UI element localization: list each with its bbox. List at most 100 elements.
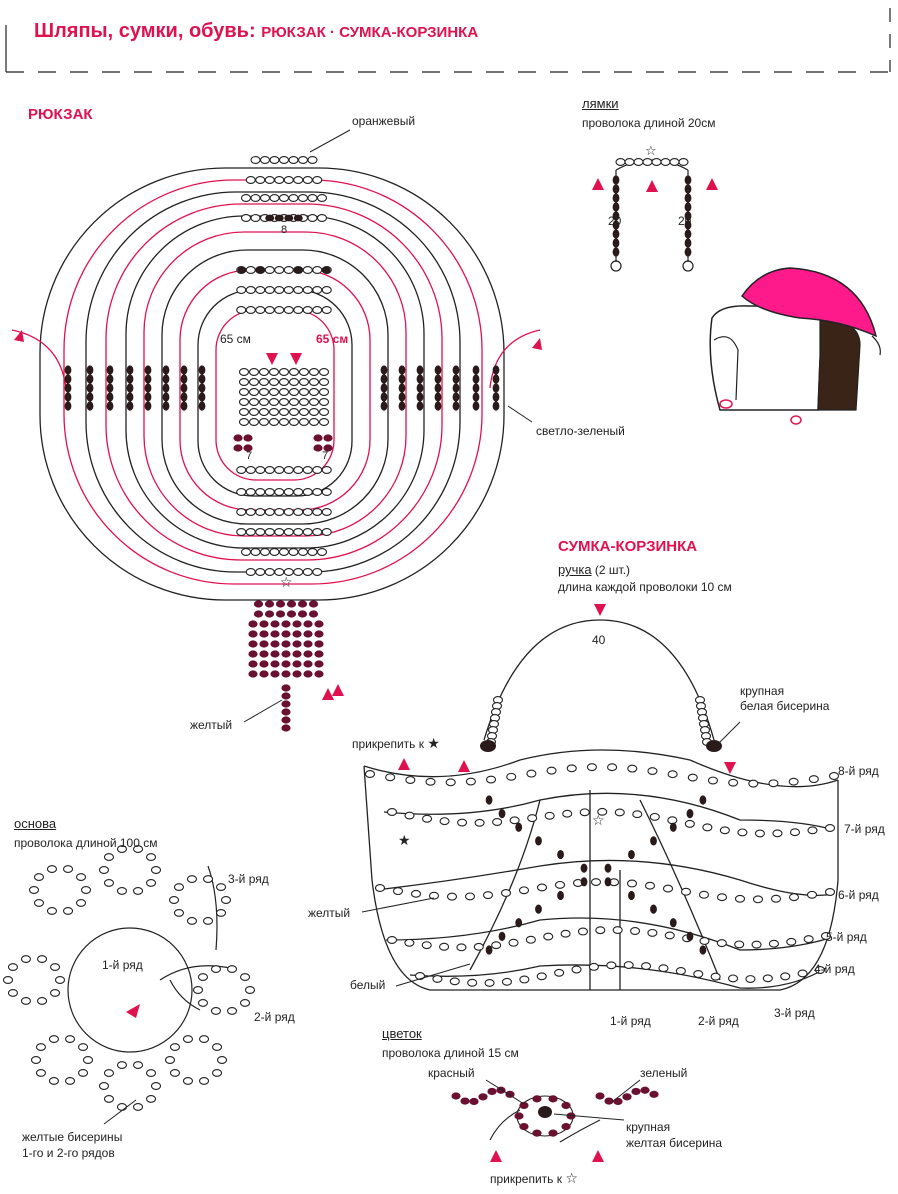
bead [238,418,250,426]
header-title: Шляпы, сумки, обувь: [34,20,256,42]
bead [293,306,304,314]
bead [660,158,671,166]
bead [292,650,302,658]
bead [144,365,152,375]
bead [278,548,290,556]
bead [248,660,258,668]
bead [278,418,290,426]
bead [298,368,310,376]
bead [269,548,280,556]
bead [255,488,266,496]
basket-row-8: 8-й ряд [838,764,879,778]
bead [614,808,625,817]
bead [526,769,537,778]
bead [202,916,214,925]
bead [168,896,180,904]
bead [434,365,442,375]
bead [612,247,620,257]
bead [308,398,320,406]
bead [35,1068,47,1077]
bead [751,940,762,949]
basket-attach-line: прикрепить к ★ [352,735,440,752]
bead [586,763,597,772]
bead [64,365,72,375]
bead [162,365,170,375]
basket-title: СУМКА-КОРЗИНКА [558,538,698,555]
bead [669,158,680,166]
bead [308,408,320,416]
bead [293,466,304,474]
bead [308,418,320,426]
bead [259,660,269,668]
bead [197,998,209,1007]
basket-row-7: 7-й ряд [844,822,885,836]
bead [667,816,678,825]
bead [460,1097,470,1105]
bead [288,388,300,396]
basket-num-40: 40 [592,633,606,647]
bead [293,528,304,536]
bead [30,1056,42,1064]
bead [629,927,641,935]
bead [633,158,644,166]
bead [622,1093,632,1101]
bead [745,975,756,983]
bead [238,398,250,406]
bead [64,392,72,402]
basket-attach-to: прикрепить к [352,737,425,751]
bead [288,398,300,406]
bead [265,214,275,222]
bead [398,392,406,402]
bead [245,266,256,274]
bead [421,814,433,823]
bead [33,873,45,882]
bead [374,884,386,892]
bead [364,770,376,778]
bead [307,548,318,556]
bead [292,630,302,638]
bead [314,650,324,658]
straps-num-right: 20 [678,214,692,228]
bead [243,434,253,442]
bead [588,962,599,971]
bead [288,368,300,376]
bead [302,488,313,496]
bead [398,365,406,375]
bead [278,398,290,406]
bead [202,875,214,884]
bead [386,936,398,944]
backpack-bead-rows [236,156,332,576]
bead [562,809,573,818]
bead [64,383,72,393]
page-header: Шляпы, сумки, обувь: РЮКЗАК · СУМКА-КОРЗ… [34,20,478,43]
bead [64,1035,76,1044]
bead [628,849,635,860]
bead [307,214,318,222]
bead [642,158,653,166]
bead [297,610,308,618]
bead [434,374,442,384]
bead [302,306,313,314]
bead [48,1035,60,1044]
bead [716,939,727,948]
bead [283,306,294,314]
bead [298,378,310,386]
bead [514,1112,524,1120]
bead [144,383,152,393]
bead [278,378,290,386]
backpack-loops [11,167,541,601]
bead [278,194,290,202]
bead [323,434,333,442]
bead [126,401,134,411]
base-marker [126,1004,140,1018]
bead [612,175,620,185]
bead [253,600,264,608]
bead [532,1129,542,1137]
bead [557,849,564,860]
bead [293,508,304,516]
bead [465,777,476,786]
bead [248,398,260,406]
bead [314,670,324,678]
bead [613,1097,623,1106]
